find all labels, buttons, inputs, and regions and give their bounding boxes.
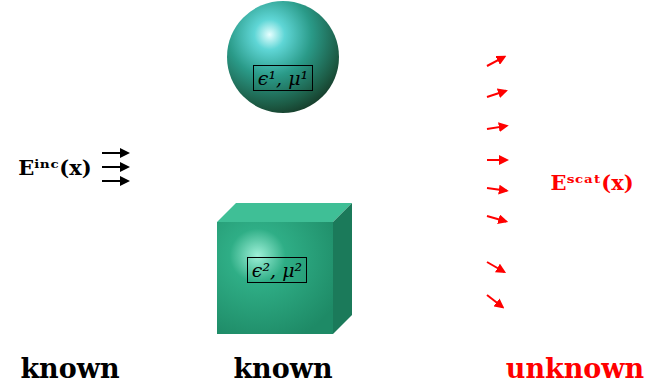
incident-arrows [102, 153, 128, 181]
incident-arrow [102, 166, 128, 168]
incident-arrow [102, 180, 128, 182]
scattered-arrow [487, 159, 507, 161]
material-label: ϵ¹, μ¹ [258, 67, 308, 89]
scattered-arrow [487, 262, 504, 272]
material-label: ϵ², μ² [252, 259, 302, 281]
field-label: Eⁱⁿᶜ(x) [18, 155, 91, 180]
material-box: ϵ², μ² [247, 257, 307, 283]
scattered-arrow [487, 57, 505, 66]
scattered-arrow [487, 126, 507, 129]
status-label: known [20, 353, 119, 384]
scattered-arrow [487, 295, 503, 307]
scattered-arrow [487, 91, 506, 97]
field-label: Eˢᶜᵃᵗ(x) [550, 170, 633, 195]
status-label: known [233, 353, 332, 384]
cube [217, 203, 352, 334]
material-box: ϵ¹, μ¹ [253, 65, 313, 91]
scattered-arrows [487, 57, 507, 308]
status-label: unknown [506, 353, 644, 384]
incident-arrow [102, 152, 128, 154]
scattered-arrow [487, 188, 507, 191]
sphere [227, 1, 339, 113]
scattered-arrow [487, 216, 506, 222]
